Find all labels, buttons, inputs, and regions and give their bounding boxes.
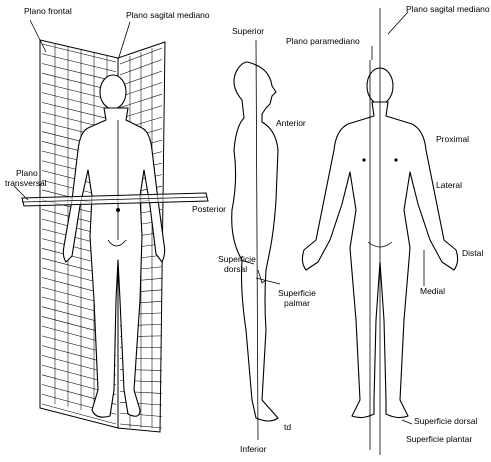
label-superficie-palmar-1: Superficie [278, 288, 316, 298]
hatch-line [41, 63, 117, 82]
label-superficie-plantar: Superficie plantar [406, 434, 472, 444]
label-superior: Superior [232, 26, 264, 36]
label-anterior: Anterior [276, 118, 306, 128]
label-superficie-dorsal-2: dorsal [224, 264, 247, 274]
label-plano-sagital-mediano-left: Plano sagital mediano [126, 10, 210, 20]
hatch-line [41, 403, 117, 425]
label-inferior: Inferior [240, 444, 267, 454]
label-proximal: Proximal [436, 134, 469, 144]
label-plano-frontal: Plano frontal [24, 6, 72, 16]
label-lateral: Lateral [436, 180, 462, 190]
planes-illustration [13, 19, 209, 433]
human-figure-planes [62, 74, 166, 418]
hatch-line [41, 43, 117, 63]
label-posterior: Posterior [192, 204, 226, 214]
human-figure-front-view [301, 8, 459, 455]
label-superficie-dorsal-pie: Superficie dorsal [414, 416, 477, 426]
label-superficie-palmar-2: palmar [284, 298, 310, 308]
label-plano-sagital-mediano-right: Plano sagital mediano [406, 4, 490, 14]
label-plano-transversal-2: transversal [5, 178, 47, 188]
label-plano-transversal-1: Plano [16, 168, 38, 178]
label-td: td [284, 422, 291, 432]
label-superficie-dorsal-1: Superficie [218, 254, 256, 264]
human-figure-side-view [231, 39, 279, 441]
label-medial: Medial [420, 286, 445, 296]
label-plano-paramediano: Plano paramediano [286, 36, 360, 46]
label-distal: Distal [462, 248, 483, 258]
hatch-line [41, 102, 117, 121]
hatch-line [41, 53, 117, 73]
